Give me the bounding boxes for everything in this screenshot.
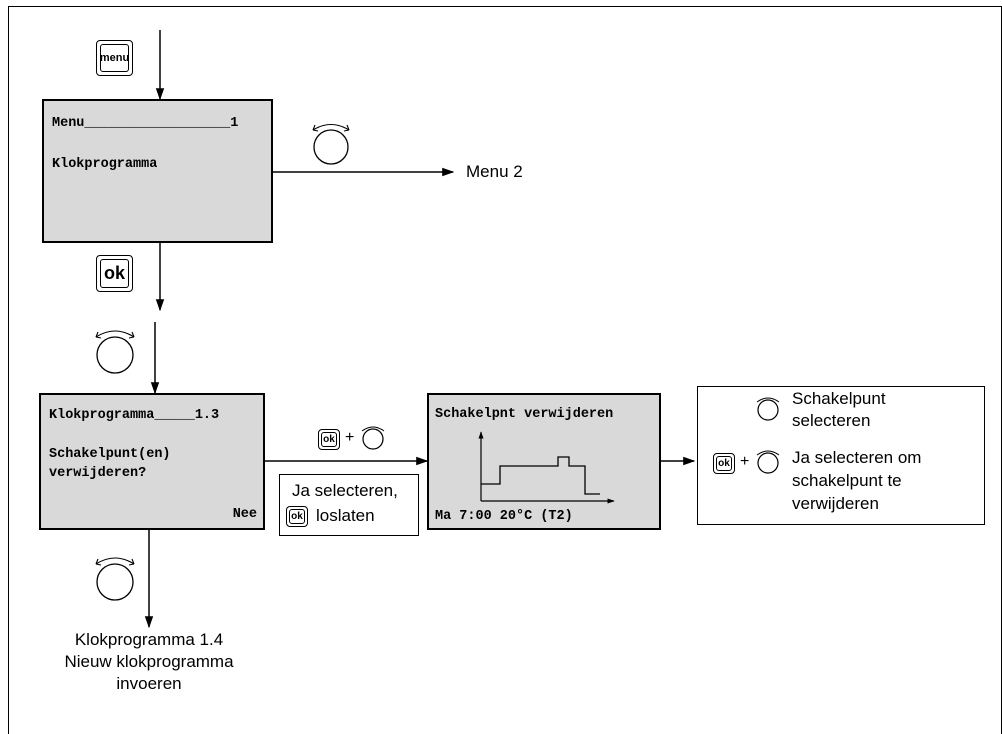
temperature-profile-graph <box>478 431 615 504</box>
legend-row2-line2: schakelpunt te <box>792 471 902 490</box>
submenu-screen: Klokprogramma_____1.3 Schakelpunt(en) ve… <box>39 393 265 530</box>
rotary-knob-small-icon <box>756 397 780 421</box>
menu-key-icon[interactable]: menu <box>96 40 133 76</box>
menu2-label: Menu 2 <box>466 162 523 181</box>
legend-box: Schakelpunt selecteren ok + Ja selectere… <box>697 386 985 525</box>
ok-key-small-icon[interactable]: ok <box>318 429 340 450</box>
delete-screen-header: Schakelpnt verwijderen <box>435 407 614 422</box>
graph-profile-line <box>481 456 600 495</box>
legend-plus: + <box>740 453 750 470</box>
menu-screen: Menu__________________1 Klokprogramma <box>42 99 273 243</box>
rotary-knob-icon[interactable] <box>90 550 140 604</box>
ok-key-label: ok <box>100 259 129 288</box>
submenu-line1: Schakelpunt(en) <box>49 447 171 462</box>
rotary-knob-icon[interactable] <box>90 323 140 377</box>
ok-key-small-icon[interactable]: ok <box>286 506 308 527</box>
submenu-answer: Nee <box>232 507 257 522</box>
hint-box: Ja selecteren, ok loslaten <box>279 474 419 536</box>
menu-screen-header: Menu__________________1 <box>52 116 239 131</box>
hint-line2: loslaten <box>316 506 375 525</box>
ok-key-small-label: ok <box>289 509 305 524</box>
legend-row1-line1: Schakelpunt <box>792 389 886 408</box>
menu-screen-item: Klokprogramma <box>52 157 158 172</box>
submenu-header: Klokprogramma_____1.3 <box>49 408 220 423</box>
delete-screen-footer: Ma 7:00 20°C (T2) <box>435 509 573 524</box>
legend-row2-line1: Ja selecteren om <box>792 448 922 467</box>
next-item-line1: Klokprogramma 1.4 <box>74 630 224 649</box>
legend-row2-line3: verwijderen <box>792 494 879 513</box>
ok-key-small-label: ok <box>716 456 732 471</box>
submenu-line2: verwijderen? <box>49 466 147 481</box>
delete-screen: Schakelpnt verwijderen Ma 7:00 20°C (T2) <box>427 393 661 530</box>
next-item-line2: Nieuw klokprogramma <box>64 652 234 671</box>
menu-key-label: menu <box>100 44 129 72</box>
legend-row1-line2: selecteren <box>792 411 871 430</box>
combo-plus: + <box>345 429 355 446</box>
hint-line1: Ja selecteren, <box>292 481 398 500</box>
next-item-line3: invoeren <box>116 674 182 693</box>
rotary-knob-icon[interactable] <box>306 117 356 169</box>
rotary-knob-small-icon <box>756 450 780 474</box>
ok-key-icon[interactable]: ok <box>96 255 133 292</box>
ok-key-small-label: ok <box>321 432 337 447</box>
ok-key-small-icon: ok <box>713 453 735 474</box>
rotary-knob-small-icon[interactable] <box>360 424 386 452</box>
